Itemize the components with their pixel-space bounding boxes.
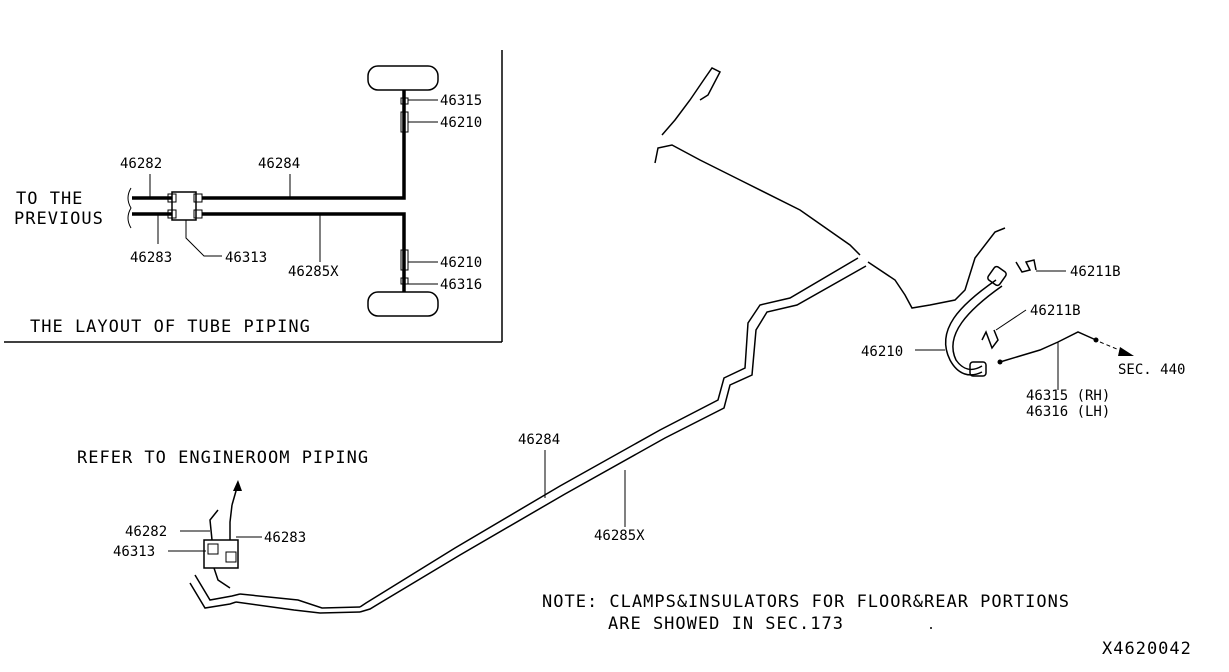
body-outline-rear [867,227,1006,309]
label-46313: 46313 [113,544,155,560]
label-46316-lh: 46316 (LH) [1026,404,1110,420]
inset-label-46282: 46282 [120,156,162,172]
inset-label-46315: 46315 [440,93,482,109]
tube-46284 [359,257,859,608]
main-routing: REFER TO ENGINEROOM PIPING 46282 46313 4… [77,67,1192,659]
inset-label-46284: 46284 [258,156,300,172]
tube-46315-46316 [999,331,1097,363]
label-46282: 46282 [125,524,167,540]
tube-46285x [359,265,867,613]
label-46315-rh: 46315 (RH) [1026,388,1110,404]
junction-block-46313 [203,539,239,589]
arrow-up-icon [233,480,242,491]
rear-wheel-bottom [367,291,439,317]
label-46211b-mid: 46211B [1030,303,1081,319]
tube-46282 [209,509,219,541]
note-line-2: ARE SHOWED IN SEC.173 [608,614,844,634]
label-46211b-top: 46211B [1070,264,1121,280]
inset-break-mark [127,187,132,229]
inset-tube-46284 [202,90,406,200]
inset-label-46285x: 46285X [288,264,339,280]
label-46285x: 46285X [594,528,645,544]
arrow-right-icon [1118,347,1134,356]
body-outline-top-bracket [661,67,722,136]
inset-label-46283: 46283 [130,250,172,266]
inset-layout: 46282 46283 46284 46313 46285X 46315 462… [4,50,503,343]
inset-tube-46285x [202,212,406,292]
inset-junction-46313 [171,191,197,221]
body-outline-upper [654,144,861,256]
refer-note: REFER TO ENGINEROOM PIPING [77,448,369,468]
label-46210: 46210 [861,344,903,360]
note-line-1: NOTE: CLAMPS&INSULATORS FOR FLOOR&REAR P… [542,592,1070,612]
inset-title: THE LAYOUT OF TUBE PIPING [30,317,311,337]
inset-label-46210-top: 46210 [440,115,482,131]
diagram-id: X4620042 [1102,639,1192,659]
tube-46283 [229,504,233,540]
inset-label-46313: 46313 [225,250,267,266]
clip-46211b-mid [981,329,999,350]
rear-hose-46210 [944,265,1007,377]
rear-wheel-top [367,65,439,91]
clip-46211b-top [1015,259,1037,273]
inset-label-46316: 46316 [440,277,482,293]
inset-previous: PREVIOUS [14,209,104,229]
inset-label-46210-bottom: 46210 [440,255,482,271]
label-sec440: SEC. 440 [1118,362,1185,378]
inset-to-the: TO THE [16,189,83,209]
label-46284: 46284 [518,432,560,448]
label-46283: 46283 [264,530,306,546]
